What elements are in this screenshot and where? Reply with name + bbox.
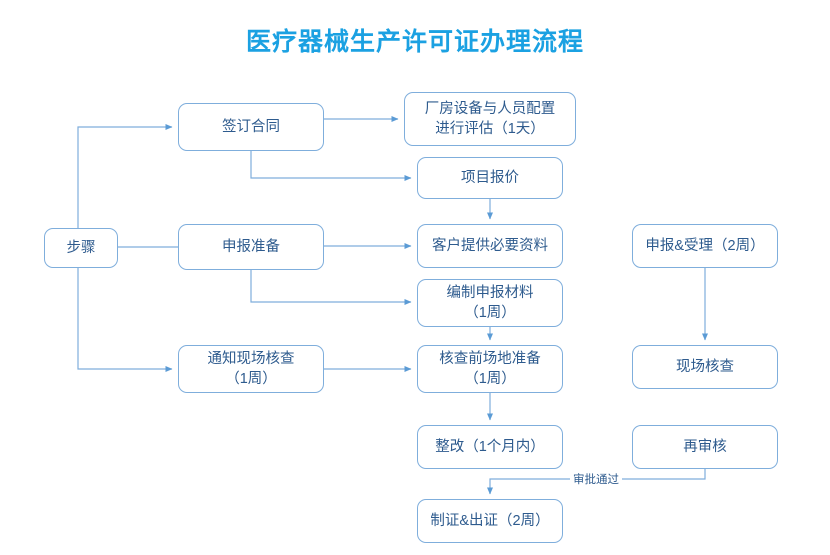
node-notify-onsite-check-label: 通知现场核查（1周） [207,351,295,387]
node-declaration-prep[interactable]: 申报准备 [178,224,324,270]
node-certificate-issue[interactable]: 制证&出证（2周） [417,499,563,543]
node-notify-onsite-check[interactable]: 通知现场核查（1周） [178,345,324,393]
node-compile-materials[interactable]: 编制申报材料（1周） [417,279,563,327]
node-sign-contract[interactable]: 签订合同 [178,103,324,151]
page-title: 医疗器械生产许可证办理流程 [245,28,584,56]
edge-steps-to-notify [77,268,173,372]
node-project-quote-label: 项目报价 [461,170,519,186]
node-re-review-label: 再审核 [683,439,727,455]
node-re-review[interactable]: 再审核 [632,425,778,469]
node-site-preparation[interactable]: 核查前场地准备（1周） [417,345,563,393]
edge-label-approved: 审批通过 [570,471,622,487]
node-client-materials[interactable]: 客户提供必要资料 [417,224,563,268]
node-sign-contract-label: 签订合同 [222,119,280,135]
node-declaration-prep-label: 申报准备 [222,239,280,255]
node-client-materials-label: 客户提供必要资料 [432,238,548,254]
edge-steps-to-sign [77,124,173,228]
node-compile-materials-label: 编制申报材料（1周） [446,285,534,321]
node-onsite-inspection[interactable]: 现场核查 [632,345,778,389]
node-facility-assessment[interactable]: 厂房设备与人员配置进行评估（1天） [404,92,576,146]
node-steps-label: 步骤 [66,240,96,256]
node-declare-accept-label: 申报&受理（2周） [645,238,765,254]
node-rectification[interactable]: 整改（1个月内） [417,425,563,469]
node-declare-accept[interactable]: 申报&受理（2周） [632,224,778,268]
node-site-preparation-label: 核查前场地准备（1周） [439,351,541,387]
edge-sign-to-quote [250,151,412,181]
node-rectification-label: 整改（1个月内） [435,439,545,455]
node-steps[interactable]: 步骤 [44,228,118,268]
node-certificate-issue-label: 制证&出证（2周） [430,513,550,529]
node-project-quote[interactable]: 项目报价 [417,157,563,199]
node-onsite-inspection-label: 现场核查 [676,359,734,375]
edge-prepare-to-compile [250,270,412,305]
node-facility-assessment-label: 厂房设备与人员配置进行评估（1天） [424,101,556,137]
